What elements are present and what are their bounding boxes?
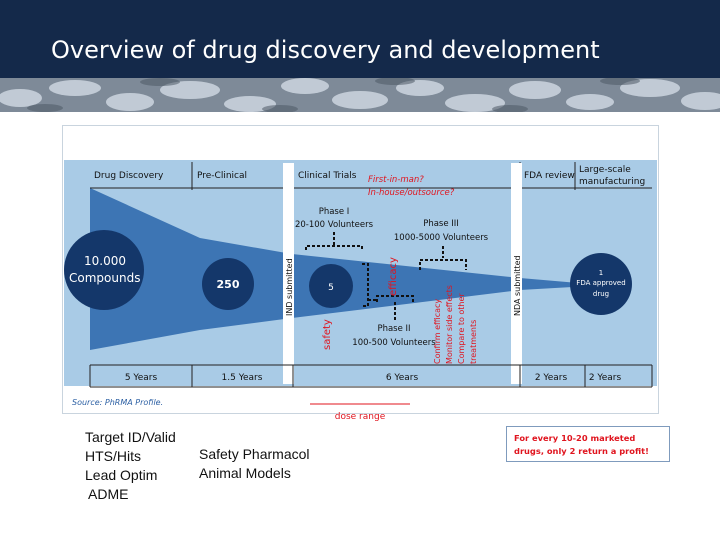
- drug-development-diagram: Drug Discovery Pre-Clinical Clinical Tri…: [64, 160, 657, 422]
- approved-label-1: FDA approved: [576, 279, 625, 287]
- compounds-circle-clinical: [309, 264, 353, 308]
- phase3-goal-3: Compare to other: [457, 293, 466, 364]
- compounds-discovery-label: Compounds: [69, 271, 140, 285]
- stage-manufacturing: Large-scale manufacturing: [579, 165, 645, 187]
- duration-manufacturing: 2 Years: [589, 373, 622, 383]
- discovery-activity-target: Target ID/Valid: [85, 429, 176, 445]
- profit-note-text: For every 10-20 marketed drugs, only 2 r…: [514, 433, 649, 456]
- compounds-discovery-count: 10.000: [84, 254, 126, 268]
- stage-drug-discovery: Drug Discovery: [94, 171, 164, 181]
- stage-preclinical: Pre-Clinical: [197, 171, 247, 181]
- approved-count: 1: [599, 269, 603, 277]
- phase1-title: Phase I: [319, 207, 350, 217]
- compounds-preclinical-count: 250: [217, 278, 240, 291]
- phase3-volunteers: 1000-5000 Volunteers: [394, 233, 489, 243]
- phase-brackets: [305, 232, 467, 320]
- ind-bar: [283, 163, 294, 384]
- duration-preclinical: 1.5 Years: [222, 373, 263, 383]
- compounds-clinical-count: 5: [328, 283, 334, 293]
- approved-drug-circle: [570, 253, 632, 315]
- source-note: Source: PhRMA Profile.: [72, 398, 163, 407]
- approved-label-2: drug: [593, 290, 609, 298]
- phase3-goal-2: Monitor side effects: [445, 285, 454, 364]
- nda-submitted-label: NDA submitted: [513, 255, 522, 316]
- preclinical-activity-safety: Safety Pharmacol: [199, 446, 310, 462]
- preclinical-activity-animal: Animal Models: [199, 465, 291, 481]
- nda-bar: [511, 163, 522, 384]
- phase3-goal-1: Confirm efficacy: [433, 299, 442, 364]
- discovery-activity-adme: ADME: [88, 486, 129, 502]
- discovery-activity-lead: Lead Optim: [85, 467, 158, 483]
- outsource-note: In-house/outsource?: [368, 188, 455, 198]
- discovery-activity-hts: HTS/Hits: [85, 448, 141, 464]
- first-in-man-note: First-in-man?: [368, 175, 424, 185]
- phase3-title: Phase III: [423, 219, 459, 229]
- ind-submitted-label: IND submitted: [285, 258, 294, 316]
- duration-discovery: 5 Years: [125, 373, 158, 383]
- stage-clinical-trials: Clinical Trials: [298, 171, 357, 181]
- compounds-circle-preclinical: [202, 258, 254, 310]
- duration-clinical: 6 Years: [386, 373, 419, 383]
- compounds-circle-discovery: [64, 230, 144, 310]
- title-bar: Overview of drug discovery and developme…: [0, 0, 720, 78]
- phase1-volunteers: 20-100 Volunteers: [295, 220, 374, 230]
- phase2-title: Phase II: [377, 324, 410, 334]
- phase3-goal-4: treatments: [469, 320, 478, 364]
- stage-fda-review: FDA review: [524, 171, 575, 181]
- phase2-volunteers: 100-500 Volunteers: [352, 338, 436, 348]
- profit-note-box: For every 10-20 marketed drugs, only 2 r…: [506, 426, 670, 462]
- duration-fda: 2 Years: [535, 373, 568, 383]
- cell-image-banner: [0, 78, 720, 112]
- efficacy-note: efficacy: [388, 257, 399, 296]
- dose-range-note: dose range: [335, 412, 386, 422]
- slide-title: Overview of drug discovery and developme…: [51, 36, 600, 64]
- safety-note: safety: [322, 319, 333, 350]
